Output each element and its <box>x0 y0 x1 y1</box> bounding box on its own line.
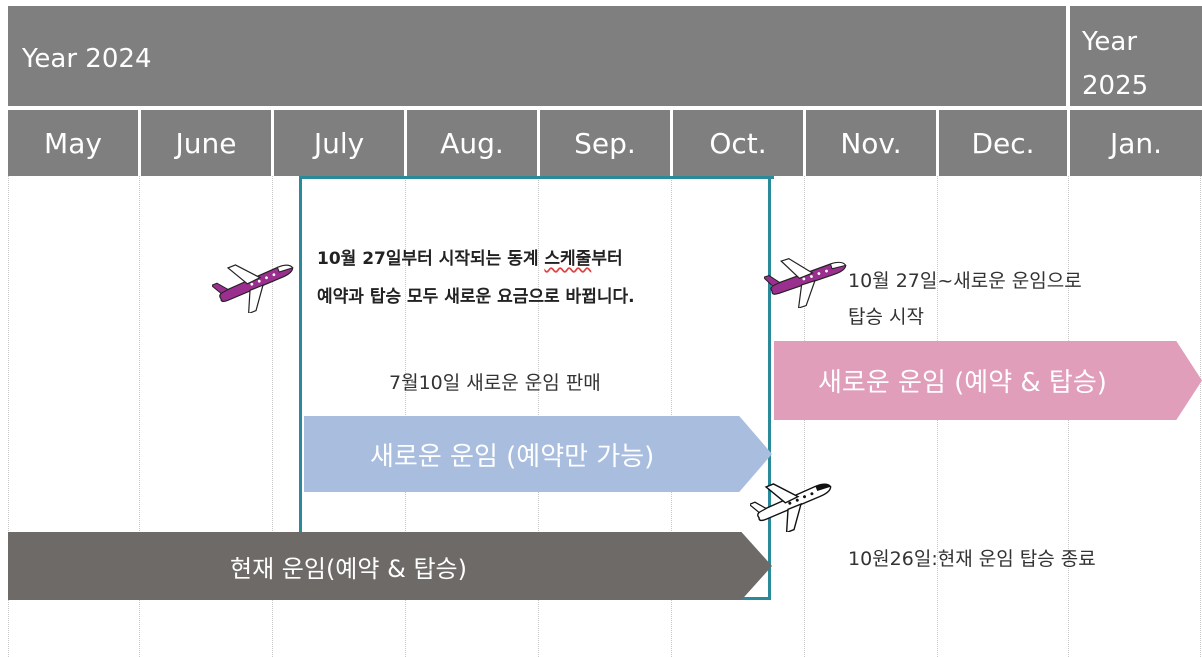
new-fare-full-bar: 새로운 운임 (예약 & 탑승) <box>774 341 1202 420</box>
new-fare-booking-only-bar: 새로운 운임 (예약만 가능) <box>304 416 772 492</box>
grid-line <box>272 176 273 657</box>
transition-period-box-top <box>299 176 774 179</box>
month-may: May <box>8 110 138 176</box>
month-sep: Sep. <box>540 110 670 176</box>
notice-line1-b: 스케줄 <box>544 249 592 269</box>
month-label: Nov. <box>840 126 902 160</box>
notice-line1-a: 10월 27일부터 시작되는 동계 <box>317 249 545 269</box>
month-label: Dec. <box>971 126 1035 160</box>
airplane-black-icon <box>750 483 832 532</box>
new-fare-full-label: 새로운 운임 (예약 & 탑승) <box>818 368 1107 398</box>
year-2024-header: Year 2024 <box>8 6 1066 106</box>
month-nov: Nov. <box>806 110 936 176</box>
airplane-purple-icon <box>212 264 294 313</box>
year-2025-header: Year 2025 <box>1070 6 1202 106</box>
new-fare-boarding-line2: 탑승 시작 <box>848 306 924 328</box>
month-oct: Oct. <box>673 110 803 176</box>
notice-line2: 예약과 탑승 모두 새로운 요금으로 바뀝니다. <box>317 287 635 307</box>
year-2024-label: Year 2024 <box>22 44 152 74</box>
month-label: May <box>44 126 102 160</box>
grid-line <box>139 176 140 657</box>
grid-line <box>8 176 9 657</box>
month-label: July <box>313 126 365 160</box>
year-2025-label: Year 2025 <box>1082 27 1149 101</box>
month-june: June <box>141 110 271 176</box>
new-fare-booking-only-label: 새로운 운임 (예약만 가능) <box>370 441 655 472</box>
notice-line1-c: 부터 <box>591 249 623 269</box>
month-dec: Dec. <box>939 110 1067 176</box>
airplane-purple-icon <box>764 257 847 308</box>
current-fare-end-note: 10원26일:현재 운임 탑승 종료 <box>848 548 1096 570</box>
month-aug: Aug. <box>407 110 537 176</box>
month-label: Aug. <box>440 126 504 160</box>
current-fare-bar: 현재 운임(예약 & 탑승) <box>8 532 772 600</box>
month-label: Oct. <box>709 126 767 160</box>
sale-start-note: 7월10일 새로운 운임 판매 <box>389 372 601 394</box>
winter-schedule-notice: 10월 27일부터 시작되는 동계 스케줄부터 예약과 탑승 모두 새로운 요금… <box>317 240 635 316</box>
month-july: July <box>274 110 404 176</box>
month-jan: Jan. <box>1070 110 1202 176</box>
new-fare-boarding-note: 10월 27일~새로운 운임으로 탑승 시작 <box>848 263 1082 335</box>
grid-line <box>1200 176 1201 657</box>
current-fare-label: 현재 운임(예약 & 탑승) <box>230 554 467 583</box>
month-label: Sep. <box>574 126 636 160</box>
month-label: Jan. <box>1109 126 1163 160</box>
new-fare-boarding-line1: 10월 27일~새로운 운임으로 <box>848 270 1082 292</box>
month-label: June <box>175 126 237 160</box>
